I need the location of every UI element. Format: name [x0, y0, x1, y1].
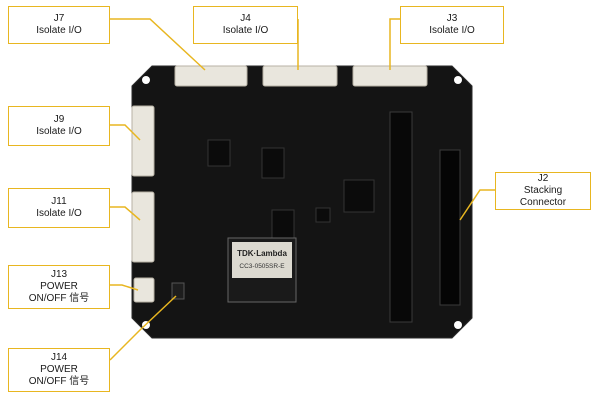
callout-j14-desc: POWER [40, 364, 78, 375]
callout-j4: J4 Isolate I/O [193, 6, 298, 44]
callout-j14-desc2: ON/OFF 信号 [28, 376, 90, 387]
ic-chip [271, 209, 295, 239]
callout-j4-desc: Isolate I/O [222, 25, 269, 36]
leader-line-j2 [459, 189, 495, 221]
callout-j2: J2 Stacking Connector [495, 172, 591, 210]
pin-header-column [389, 111, 413, 323]
leader-line-j14 [109, 295, 177, 361]
callout-j11-ref: J11 [51, 196, 67, 207]
callout-j13: J13 POWER ON/OFF 信号 [8, 265, 110, 309]
connector-j7 [174, 65, 248, 87]
callout-j13-desc2: ON/OFF 信号 [28, 293, 90, 304]
callout-j3-desc: Isolate I/O [429, 25, 475, 36]
ic-chip [207, 139, 231, 167]
mounting-hole-top-left [142, 76, 150, 84]
mounting-hole-top-right [454, 76, 462, 84]
connector-j14 [171, 282, 185, 300]
callout-j4-ref: J4 [240, 13, 251, 24]
connector-j9 [131, 105, 155, 177]
callout-j7-desc: Isolate I/O [36, 25, 82, 36]
callout-j13-desc: POWER [40, 281, 78, 292]
connector-j11 [131, 191, 155, 263]
callout-j7-ref: J7 [53, 13, 65, 24]
callout-j3: J3 Isolate I/O [400, 6, 504, 44]
leader-line-j9 [110, 124, 141, 141]
callout-j3-ref: J3 [446, 13, 458, 24]
callout-j14-ref: J14 [50, 352, 68, 363]
ic-chip [261, 147, 285, 179]
callout-j9-desc: Isolate I/O [36, 126, 82, 137]
callout-j7: J7 Isolate I/O [8, 6, 110, 44]
connector-j4 [262, 65, 338, 87]
connector-j2 [439, 149, 461, 306]
connector-j13 [133, 277, 155, 303]
leader-line-j11 [110, 206, 141, 221]
callout-j2-desc: Stacking [523, 185, 563, 196]
callout-j9-ref: J9 [53, 114, 65, 125]
callout-j2-desc2: Connector [519, 197, 567, 208]
callout-j13-ref: J13 [50, 269, 68, 280]
ic-chip [315, 207, 331, 223]
callout-j11-desc: Isolate I/O [36, 208, 82, 219]
ic-chip [343, 179, 375, 213]
leader-line-j3 [389, 18, 400, 70]
leader-line-j7 [110, 18, 206, 71]
leader-line-j13 [110, 284, 139, 291]
dcdc-module-label [232, 242, 292, 278]
callout-j14: J14 POWER ON/OFF 信号 [8, 348, 110, 392]
callout-j11: J11 Isolate I/O [8, 188, 110, 228]
callout-j2-ref: J2 [537, 173, 549, 184]
module-brand-text: TDK·Lambda [237, 249, 287, 258]
module-part-text: CC3-0505SR-E [239, 263, 285, 270]
callout-j9: J9 Isolate I/O [8, 106, 110, 146]
mounting-hole-bottom-right [454, 321, 462, 329]
